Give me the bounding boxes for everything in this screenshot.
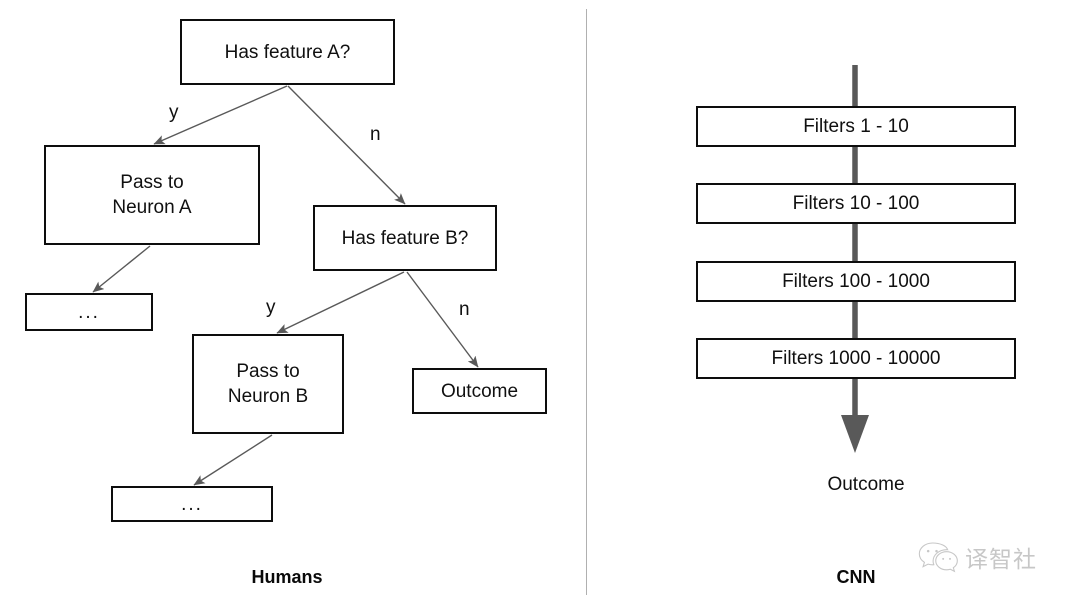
filter-box-3[interactable]: Filters 100 - 1000	[696, 261, 1016, 302]
node-has-feature-a[interactable]: Has feature A?	[180, 19, 395, 85]
caption-humans: Humans	[251, 567, 323, 587]
edge-label-root-yes: y	[169, 102, 179, 123]
wechat-icon	[918, 542, 958, 573]
node-outcome[interactable]: Outcome	[412, 368, 547, 414]
panel-divider	[586, 9, 587, 595]
watermark: 译智社	[918, 536, 1068, 578]
node-has-feature-b[interactable]: Has feature B?	[313, 205, 497, 271]
filter-box-2[interactable]: Filters 10 - 100	[696, 183, 1016, 224]
node-ellipsis-b[interactable]: ...	[111, 486, 273, 522]
filter-label: Filters 1 - 10	[803, 115, 909, 137]
edge-label-root-no: n	[370, 124, 381, 145]
filter-label: Filters 10 - 100	[792, 192, 920, 214]
cnn-arrowhead	[841, 415, 869, 453]
node-pass-to-neuron-b[interactable]: Pass to Neuron B	[192, 334, 344, 434]
node-label: Pass to Neuron B	[227, 361, 309, 407]
filter-box-4[interactable]: Filters 1000 - 10000	[696, 338, 1016, 379]
filter-label: Filters 1000 - 10000	[771, 347, 941, 369]
node-label: ...	[78, 301, 100, 323]
node-ellipsis-a[interactable]: ...	[25, 293, 153, 331]
edge-root-to-feature-b	[287, 85, 406, 205]
caption-cnn: CNN	[836, 567, 876, 587]
node-label: Has feature B?	[341, 227, 469, 249]
node-label: Has feature A?	[224, 41, 351, 63]
cnn-outcome-label: Outcome	[827, 474, 905, 495]
edge-label-b-yes: y	[266, 297, 276, 318]
edge-pass-a-to-dots	[92, 245, 151, 293]
node-label: Outcome	[440, 380, 519, 402]
node-label: ...	[181, 493, 203, 515]
edge-label-b-no: n	[459, 299, 470, 320]
node-label: Pass to Neuron A	[112, 172, 192, 218]
filter-box-1[interactable]: Filters 1 - 10	[696, 106, 1016, 147]
node-pass-to-neuron-a[interactable]: Pass to Neuron A	[44, 145, 260, 245]
edge-feature-b-to-pass-b	[276, 271, 405, 334]
filter-label: Filters 100 - 1000	[782, 270, 930, 292]
edge-pass-b-to-dots	[193, 434, 273, 486]
watermark-text: 译智社	[965, 547, 1037, 573]
